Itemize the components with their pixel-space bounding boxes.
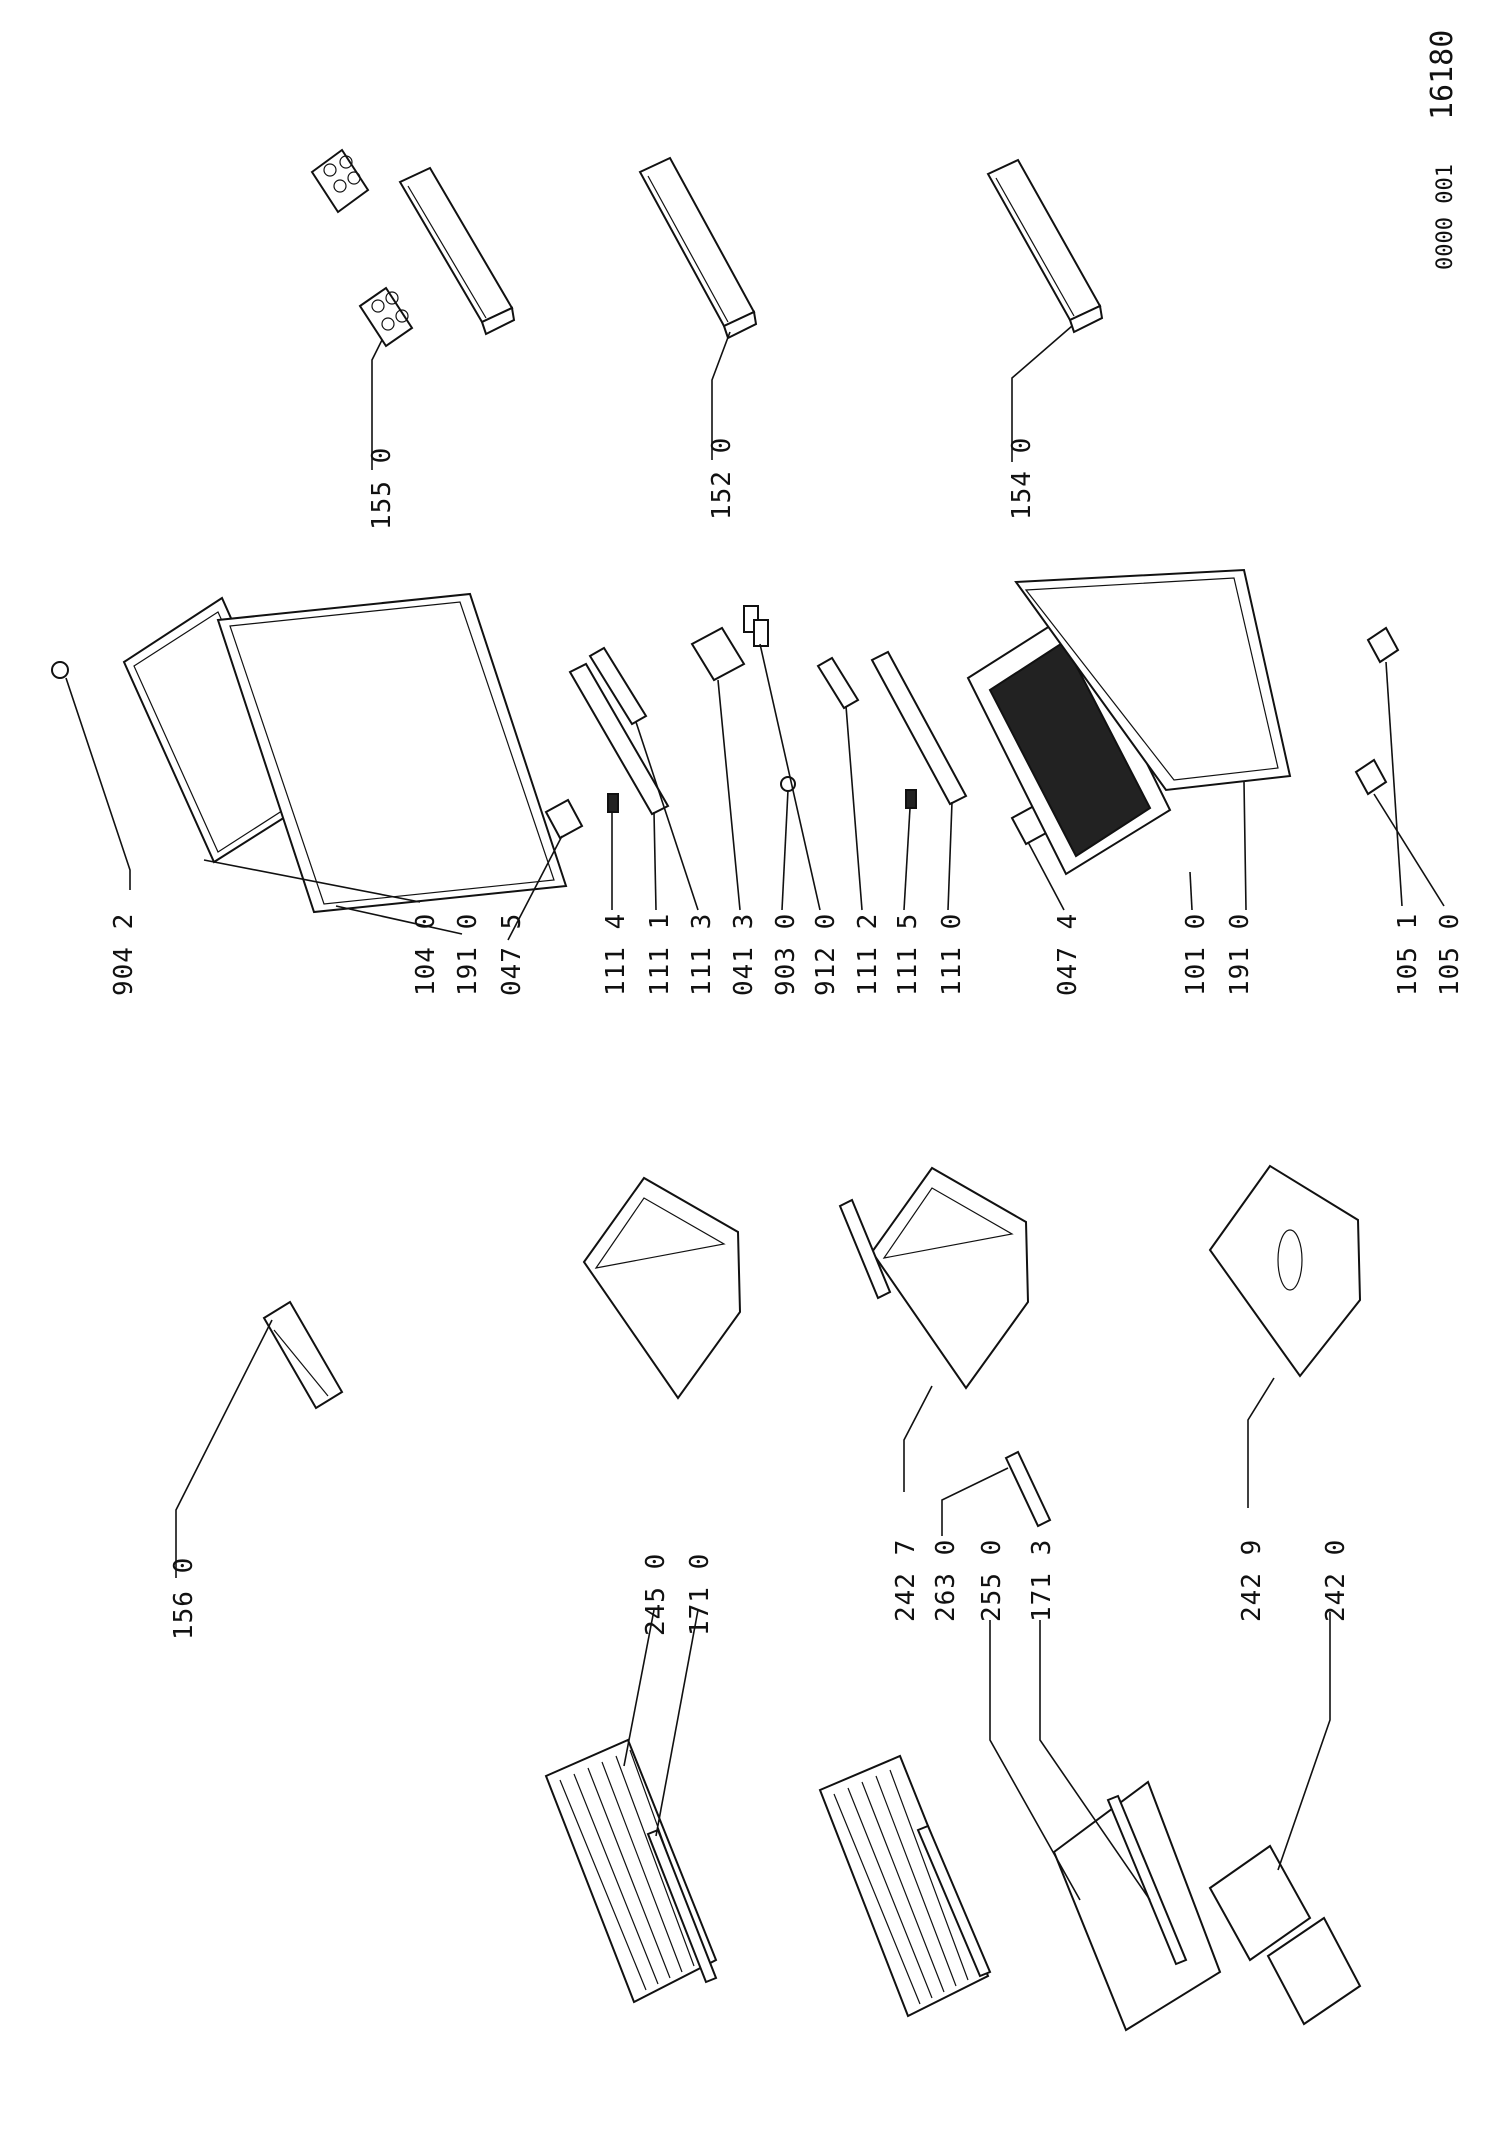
callout-111-1: 111 1	[645, 913, 675, 996]
bottle-rack-upper	[1208, 1844, 1312, 1962]
door-balcony-bottom	[986, 158, 1104, 334]
door-gasket-upper	[216, 592, 568, 914]
callout-245-0: 245 0	[641, 1553, 671, 1636]
wire-grid-upper	[544, 1738, 718, 2004]
svg-text:154 0: 154 0	[1007, 437, 1037, 520]
callout-111-0: 111 0	[937, 913, 967, 996]
callout-255-0: 255 0	[977, 1539, 1007, 1622]
strip-111-1	[568, 662, 670, 816]
grid-strip-upper	[646, 1828, 718, 1984]
document-code-number: 16180	[1425, 30, 1460, 120]
bottle-rack-lower	[1266, 1916, 1362, 2026]
drawer-rail-lower	[1004, 1450, 1052, 1528]
svg-text:245 0: 245 0	[641, 1553, 671, 1636]
callout-171-0: 171 0	[685, 1553, 715, 1636]
ice-tray-156-0	[262, 1300, 344, 1410]
wire-grid-lower	[818, 1754, 990, 2018]
callout-156-0: 156 0	[169, 1557, 199, 1640]
glass-shelf-strip-171-3	[1106, 1794, 1188, 1966]
grid-strip-lower	[916, 1824, 992, 1978]
callout-171-3: 171 3	[1027, 1539, 1057, 1622]
callout-111-5: 111 5	[893, 913, 923, 996]
svg-text:191 0: 191 0	[453, 913, 483, 996]
strip-111-0	[870, 650, 968, 806]
svg-text:156 0: 156 0	[169, 1557, 199, 1640]
screw-111-5	[905, 789, 917, 809]
freezer-drawer-middle	[870, 1166, 1030, 1390]
svg-text:155 0: 155 0	[367, 447, 397, 530]
svg-text:111 2: 111 2	[853, 913, 883, 996]
document-code-prefix: 0000 001	[1433, 164, 1458, 270]
svg-text:101 0: 101 0	[1181, 913, 1211, 996]
svg-text:171 0: 171 0	[685, 1553, 715, 1636]
svg-text:111 5: 111 5	[893, 913, 923, 996]
callout-242-0: 242 0	[1321, 1539, 1351, 1622]
callout-263-0: 263 0	[931, 1539, 961, 1622]
svg-text:047 5: 047 5	[497, 913, 527, 996]
freezer-drawer-upper	[582, 1176, 742, 1400]
svg-text:171 3: 171 3	[1027, 1539, 1057, 1622]
svg-text:105 1: 105 1	[1393, 913, 1423, 996]
freezer-drawer-bottom	[1208, 1164, 1362, 1378]
door-panel-lower	[966, 610, 1172, 876]
callout-047-4: 047 4	[1053, 913, 1083, 996]
glass-shelf-255-0	[1052, 1780, 1222, 2032]
svg-text:152 0: 152 0	[707, 437, 737, 520]
callout-242-7: 242 7	[891, 1539, 921, 1622]
callout-111-4: 111 4	[601, 913, 631, 996]
svg-text:242 0: 242 0	[1321, 1539, 1351, 1622]
foot-105-1	[1366, 626, 1400, 664]
egg-tray-upper	[310, 148, 370, 214]
callout-155-0: 155 0	[367, 447, 397, 530]
svg-text:047 4: 047 4	[1053, 913, 1083, 996]
svg-text:111 0: 111 0	[937, 913, 967, 996]
callout-104-0: 104 0	[411, 913, 441, 996]
svg-text:104 0: 104 0	[411, 913, 441, 996]
callout-111-2: 111 2	[853, 913, 883, 996]
callout-912-0: 912 0	[811, 913, 841, 996]
svg-text:111 1: 111 1	[645, 913, 675, 996]
svg-text:242 9: 242 9	[1237, 1539, 1267, 1622]
callout-903-0: 903 0	[771, 913, 801, 996]
svg-text:111 3: 111 3	[687, 913, 717, 996]
svg-text:041 3: 041 3	[729, 913, 759, 996]
svg-text:912 0: 912 0	[811, 913, 841, 996]
svg-text:903 0: 903 0	[771, 913, 801, 996]
screw-111-4	[607, 793, 619, 813]
svg-text:263 0: 263 0	[931, 1539, 961, 1622]
strip-111-3	[588, 646, 648, 726]
svg-text:242 7: 242 7	[891, 1539, 921, 1622]
svg-text:191 0: 191 0	[1225, 913, 1255, 996]
callout-191-0-upper: 191 0	[453, 913, 483, 996]
foot-105-0	[1354, 758, 1388, 796]
door-balcony-middle	[638, 156, 758, 340]
pin-912-0	[743, 605, 769, 647]
callout-105-1: 105 1	[1393, 913, 1423, 996]
callout-154-0: 154 0	[1007, 437, 1037, 520]
bracket-041-3	[690, 626, 746, 682]
egg-tray-lower	[358, 286, 414, 348]
callout-904-2: 904 2	[109, 913, 139, 996]
svg-text:255 0: 255 0	[977, 1539, 1007, 1622]
svg-text:105 0: 105 0	[1435, 913, 1465, 996]
strip-111-2	[816, 656, 860, 710]
document-code: 0000 001 16180	[1425, 30, 1460, 270]
screw-904-2	[51, 661, 69, 679]
callout-101-0: 101 0	[1181, 913, 1211, 996]
drawer-rail-upper	[838, 1198, 892, 1300]
callout-111-3: 111 3	[687, 913, 717, 996]
hinge-cap-047-5	[544, 798, 584, 840]
svg-text:111 4: 111 4	[601, 913, 631, 996]
door-gasket-lower	[1014, 568, 1292, 792]
callout-191-0-lower: 191 0	[1225, 913, 1255, 996]
door-balcony-top	[398, 166, 516, 336]
callout-242-9: 242 9	[1237, 1539, 1267, 1622]
callout-047-5: 047 5	[497, 913, 527, 996]
callout-105-0: 105 0	[1435, 913, 1465, 996]
callout-041-3: 041 3	[729, 913, 759, 996]
svg-text:904 2: 904 2	[109, 913, 139, 996]
callout-152-0: 152 0	[707, 437, 737, 520]
